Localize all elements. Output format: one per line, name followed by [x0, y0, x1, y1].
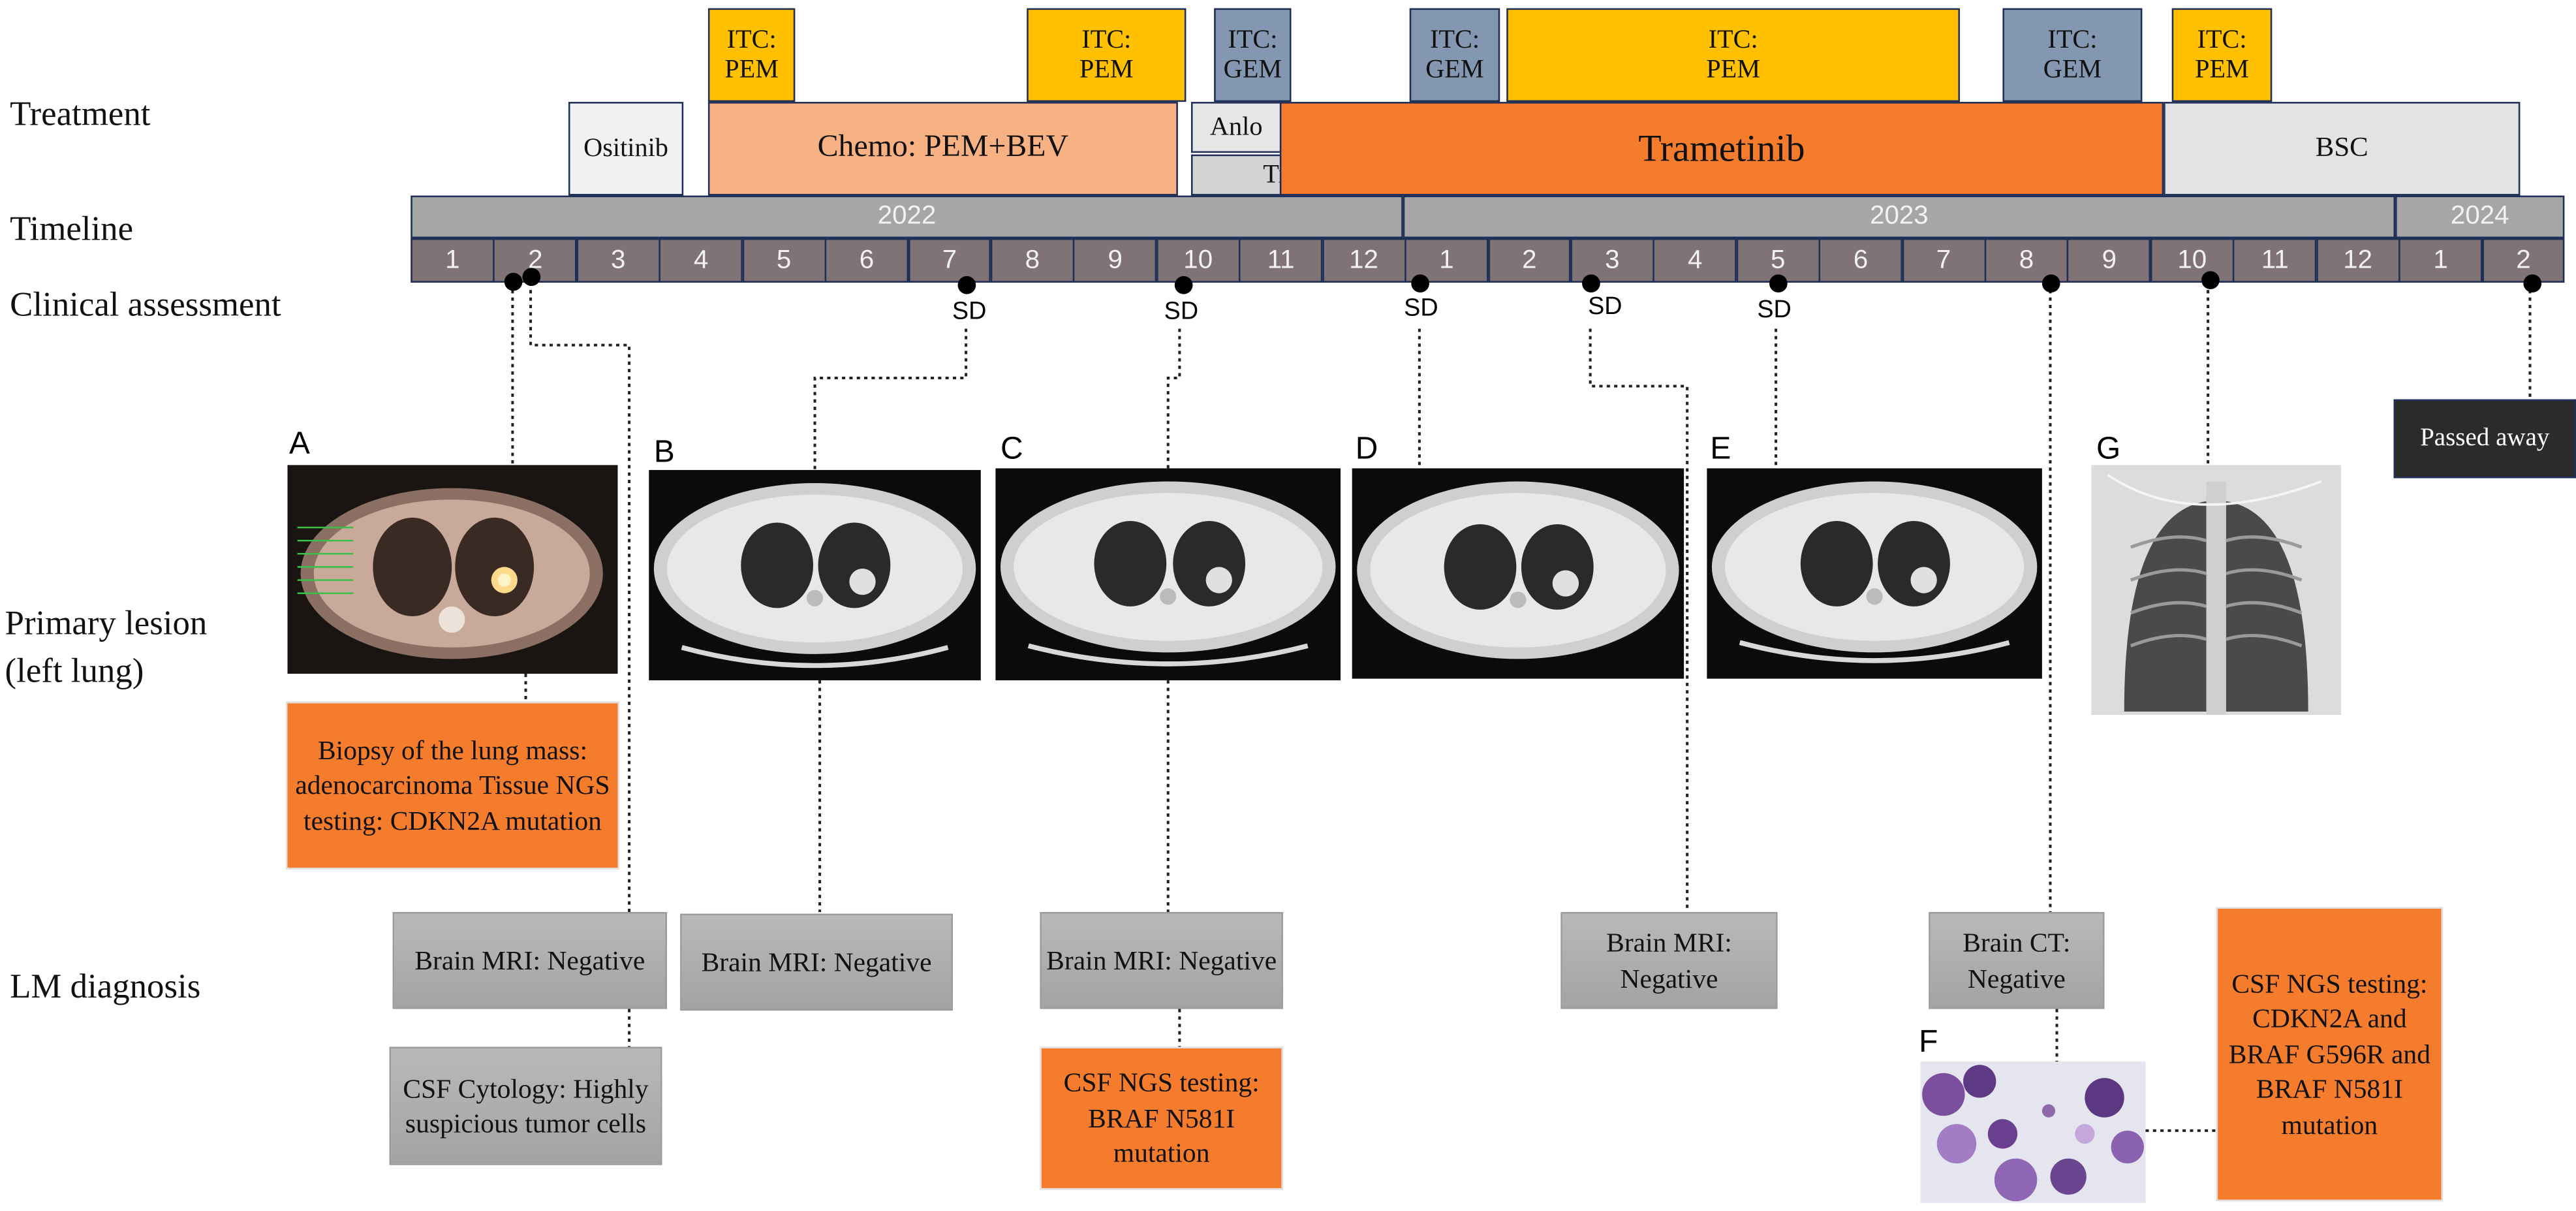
- row-label-lm-diagnosis: LM diagnosis: [10, 966, 201, 1006]
- timeline-month: 10: [1156, 238, 1240, 283]
- itc-drug: GEM: [2043, 55, 2102, 84]
- csf-ngs-box: CSF NGS testing: CDKN2A and BRAF G596R a…: [2216, 907, 2444, 1202]
- treatment-anlo: Anlo: [1190, 102, 1282, 153]
- passed-away-box: Passed away: [2393, 399, 2576, 479]
- assessment-sd: SD: [1757, 296, 1792, 324]
- itc-drug: PEM: [1079, 55, 1134, 84]
- biopsy-result-box: Biopsy of the lung mass: adenocarcinoma …: [285, 701, 619, 870]
- itc-drug: PEM: [724, 55, 779, 84]
- brain-mri-box: Brain MRI: Negative: [392, 912, 667, 1009]
- assessment-dot: [957, 275, 975, 294]
- treatment-trametinib: Trametinib: [1279, 102, 2164, 196]
- treatment-bsc: BSC: [2164, 102, 2521, 196]
- assessment-dot: [503, 272, 522, 291]
- itc-label: ITC:: [1708, 26, 1758, 54]
- brain-mri-box: Brain MRI: Negative: [680, 913, 953, 1011]
- panel-label-d: D: [1355, 432, 1378, 467]
- itc-drug: PEM: [2195, 55, 2249, 84]
- connector-mri1: [529, 282, 631, 913]
- timeline-month: 11: [2233, 238, 2317, 283]
- timeline-month: 3: [576, 238, 660, 283]
- itc-label: ITC:: [2197, 26, 2247, 54]
- treatment-ositinib: Ositinib: [568, 102, 684, 196]
- timeline-year-2024: 2024: [2395, 195, 2565, 238]
- timeline-month: 9: [1073, 238, 1157, 283]
- assessment-sd: SD: [952, 297, 987, 326]
- itc-box: ITC:PEM: [707, 8, 796, 102]
- timeline-year-2022: 2022: [411, 195, 1403, 238]
- assessment-dot: [1410, 274, 1429, 292]
- assessment-dot: [1581, 274, 1600, 292]
- panel-label-g: G: [2096, 432, 2121, 467]
- itc-box: ITC:GEM: [1214, 8, 1292, 102]
- assessment-sd: SD: [1164, 297, 1199, 326]
- panel-label-c: C: [1000, 432, 1023, 467]
- itc-label: ITC:: [1081, 26, 1132, 54]
- panel-label-e: E: [1710, 432, 1731, 467]
- brain-ct-box: Brain CT: Negative: [1929, 912, 2105, 1009]
- row-label-primary-lesion: Primary lesion: [5, 603, 208, 643]
- row-label-left-lung: (left lung): [5, 650, 144, 691]
- itc-label: ITC:: [726, 26, 777, 54]
- pet-ct-image: [287, 465, 618, 674]
- connector-b: [813, 328, 968, 470]
- assessment-dot: [521, 267, 540, 285]
- csf-ngs-box: CSF NGS testing: BRAF N581I mutation: [1040, 1046, 1283, 1190]
- itc-box: ITC:GEM: [2002, 8, 2143, 102]
- lung-ct-image: [649, 469, 981, 681]
- lung-ct-image: [995, 468, 1341, 681]
- itc-label: ITC:: [2047, 26, 2098, 54]
- timeline-month: 11: [1239, 238, 1323, 283]
- chest-xray-image: [2091, 465, 2342, 715]
- itc-box: ITC:PEM: [1027, 8, 1187, 102]
- itc-box: ITC:PEM: [2171, 8, 2273, 102]
- panel-label-f: F: [1919, 1025, 1938, 1060]
- treatment-chemo: Chemo: PEM+BEV: [707, 102, 1178, 196]
- timeline-month: 2: [1487, 238, 1572, 283]
- itc-drug: PEM: [1706, 55, 1761, 84]
- csf-cytology-box: CSF Cytology: Highly suspicious tumor ce…: [389, 1046, 662, 1165]
- lung-ct-image: [1352, 468, 1684, 679]
- brain-mri-box: Brain MRI: Negative: [1560, 912, 1778, 1009]
- lung-ct-image: [1707, 468, 2042, 679]
- assessment-dot: [2041, 274, 2060, 292]
- itc-drug: GEM: [1425, 55, 1484, 84]
- assessment-dot: [1768, 274, 1787, 292]
- timeline-month: 8: [990, 238, 1074, 283]
- itc-drug: GEM: [1223, 55, 1282, 84]
- itc-box: ITC:PEM: [1506, 8, 1961, 102]
- connector-mri4: [1589, 328, 1689, 913]
- timeline-year-2023: 2023: [1403, 195, 2396, 238]
- timeline-month: 9: [2067, 238, 2151, 283]
- row-label-timeline: Timeline: [10, 208, 134, 249]
- timeline-month: 1: [411, 238, 495, 283]
- panel-label-b: B: [653, 435, 675, 470]
- assessment-dot: [1173, 275, 1192, 294]
- itc-label: ITC:: [1228, 26, 1278, 54]
- assessment-sd: SD: [1404, 294, 1438, 322]
- panel-label-a: A: [289, 427, 310, 462]
- assessment-dot: [2522, 274, 2541, 292]
- itc-box: ITC:GEM: [1409, 8, 1500, 102]
- timeline-month: 5: [741, 238, 826, 283]
- assessment-sd: SD: [1588, 292, 1622, 321]
- row-label-clinical-assessment: Clinical assessment: [10, 284, 281, 324]
- assessment-dot: [2200, 270, 2219, 289]
- row-label-treatment: Treatment: [10, 93, 151, 133]
- connector-c: [1166, 328, 1181, 470]
- timeline-month: 7: [1901, 238, 1986, 283]
- timeline-month: 1: [2398, 238, 2483, 283]
- itc-label: ITC:: [1429, 26, 1480, 54]
- csf-cytology-image: [1920, 1062, 2146, 1203]
- brain-mri-box: Brain MRI: Negative: [1040, 912, 1283, 1009]
